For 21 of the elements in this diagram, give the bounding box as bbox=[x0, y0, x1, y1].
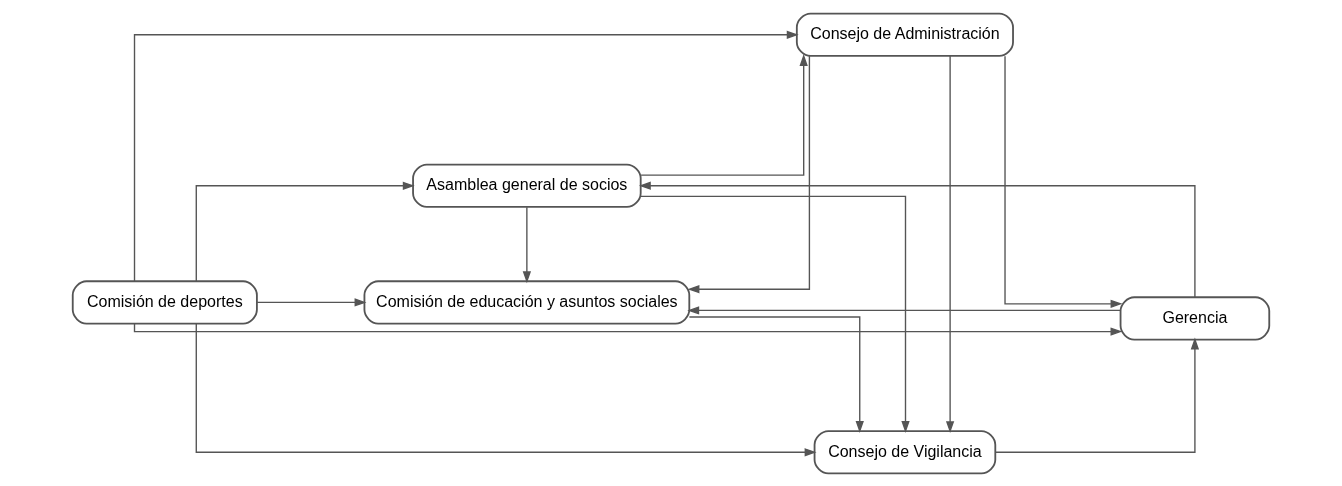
arrow bbox=[638, 181, 1196, 298]
arrow bbox=[195, 322, 817, 456]
node-box: Asamblea general de socios bbox=[412, 163, 642, 208]
node-box: Comisión de educación y asuntos sociales bbox=[363, 279, 691, 324]
node-box: Gerencia bbox=[1119, 295, 1271, 340]
node-box: Consejo de Administración bbox=[795, 12, 1014, 57]
arrow bbox=[1004, 55, 1123, 308]
arrow bbox=[133, 322, 1123, 336]
arrow bbox=[522, 205, 532, 283]
arrow bbox=[640, 195, 910, 433]
arrow bbox=[133, 30, 799, 282]
node-box: Consejo de Vigilancia bbox=[813, 429, 997, 474]
arrow bbox=[688, 315, 864, 433]
arrow bbox=[945, 54, 955, 433]
arrow bbox=[195, 181, 415, 282]
arrow bbox=[256, 297, 367, 307]
arrow bbox=[687, 54, 811, 293]
arrow bbox=[687, 305, 1122, 315]
arrow bbox=[994, 337, 1200, 453]
arrow bbox=[640, 53, 808, 176]
node-box: Comisión de deportes bbox=[71, 279, 258, 324]
